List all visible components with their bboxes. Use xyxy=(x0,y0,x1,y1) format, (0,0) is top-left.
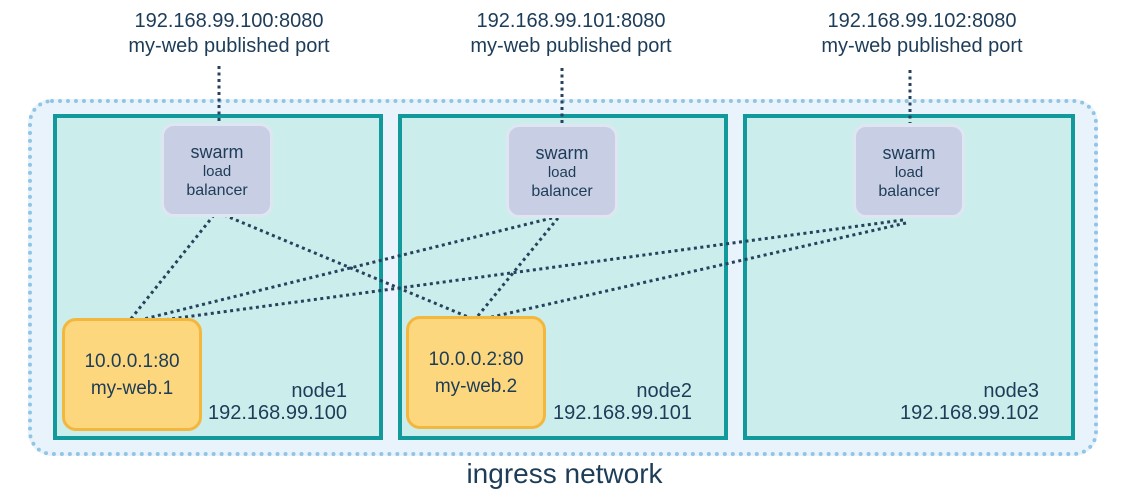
published-port-caption: my-web published port xyxy=(470,35,672,57)
node-label: node2 192.168.99.101 xyxy=(553,380,692,424)
published-port-label-node1: 192.168.99.100:8080 my-web published por… xyxy=(89,9,369,59)
published-port-caption: my-web published port xyxy=(821,35,1023,57)
node-name: node2 xyxy=(636,380,692,402)
task-box-my-web-2: 10.0.0.2:80 my-web.2 xyxy=(406,316,546,429)
swarm-load-balancer-node3: swarm load balancer xyxy=(853,124,965,218)
swarm-load-balancer-node2: swarm load balancer xyxy=(506,124,618,218)
task-name: my-web.1 xyxy=(90,377,174,399)
node-ip: 192.168.99.100 xyxy=(207,402,347,424)
task-name: my-web.2 xyxy=(434,375,518,397)
published-port-address: 192.168.99.100:8080 xyxy=(134,10,324,32)
task-address: 10.0.0.1:80 xyxy=(84,350,180,372)
published-port-label-node3: 192.168.99.102:8080 my-web published por… xyxy=(782,9,1062,59)
lb-text-balancer: balancer xyxy=(186,181,248,199)
published-port-caption: my-web published port xyxy=(128,35,330,57)
lb-text-balancer: balancer xyxy=(531,182,593,200)
node-label: node1 192.168.99.100 xyxy=(208,380,347,424)
swarm-load-balancer-node1: swarm load balancer xyxy=(161,123,273,217)
node-label: node3 192.168.99.102 xyxy=(900,380,1039,424)
published-port-address: 192.168.99.101:8080 xyxy=(476,10,666,32)
lb-text-load: load xyxy=(894,163,924,181)
lb-text-swarm: swarm xyxy=(190,141,244,162)
published-port-address: 192.168.99.102:8080 xyxy=(827,10,1017,32)
task-box-my-web-1: 10.0.0.1:80 my-web.1 xyxy=(62,318,202,431)
node-ip: 192.168.99.102 xyxy=(899,402,1039,424)
ingress-network-label: ingress network xyxy=(466,458,663,489)
lb-text-swarm: swarm xyxy=(882,142,936,163)
node-name: node1 xyxy=(291,380,347,402)
node-name: node3 xyxy=(983,380,1039,402)
task-address: 10.0.0.2:80 xyxy=(428,348,524,370)
lb-text-balancer: balancer xyxy=(878,182,940,200)
lb-text-swarm: swarm xyxy=(535,142,589,163)
node-ip: 192.168.99.101 xyxy=(552,402,692,424)
published-port-label-node2: 192.168.99.101:8080 my-web published por… xyxy=(431,9,711,59)
lb-text-load: load xyxy=(547,163,577,181)
lb-text-load: load xyxy=(202,162,232,180)
